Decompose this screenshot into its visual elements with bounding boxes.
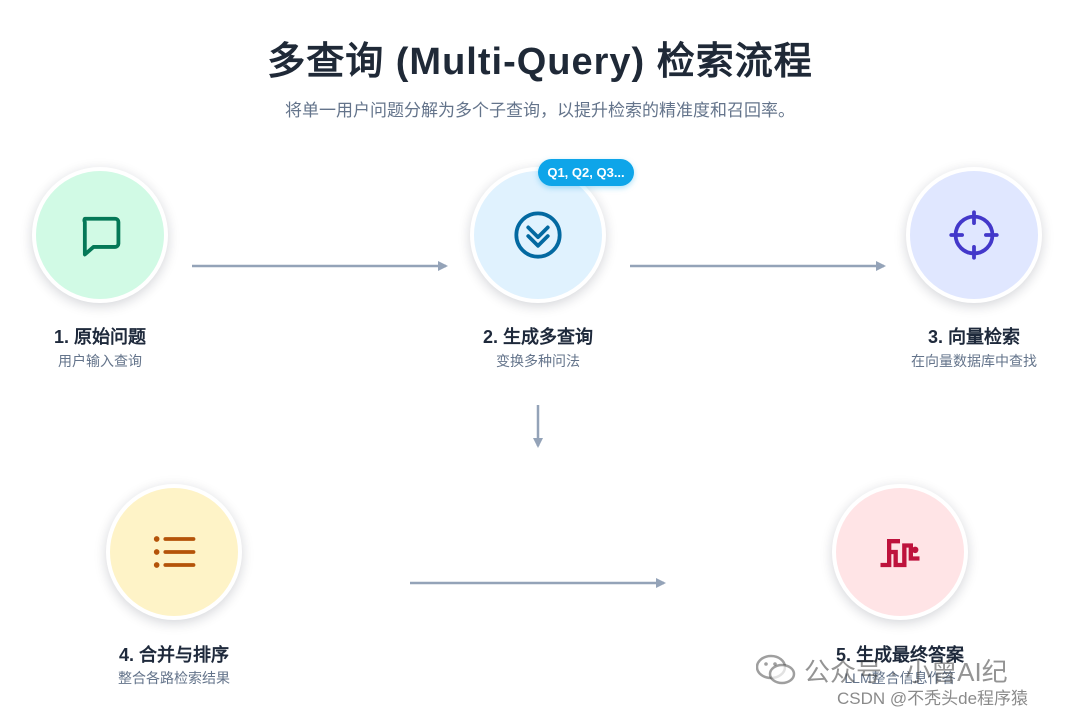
step3-circle bbox=[906, 167, 1042, 303]
step1-desc: 用户输入查询 bbox=[58, 353, 142, 369]
watermark-csdn: CSDN @不秃头de程序猿 bbox=[837, 689, 1029, 708]
queries-badge: Q1, Q2, Q3... bbox=[538, 159, 634, 186]
step4-circle bbox=[106, 484, 242, 620]
diagram-subtitle: 将单一用户问题分解为多个子查询，以提升检索的精准度和召回率。 bbox=[285, 101, 795, 120]
step2-label: 2. 生成多查询 bbox=[482, 327, 593, 347]
step2-desc: 变换多种问法 bbox=[496, 353, 580, 369]
wechat-icon bbox=[756, 654, 796, 685]
step5-circle bbox=[832, 484, 968, 620]
step5-label: 5. 生成最终答案 bbox=[835, 645, 964, 665]
crosshair-icon bbox=[949, 210, 999, 260]
step2-circle bbox=[470, 167, 606, 303]
step4-desc: 整合各路检索结果 bbox=[118, 670, 230, 686]
step5-desc: LLM整合信息作答 bbox=[844, 670, 956, 686]
watermark-wechat: 公众号 · 小曾AI纪 bbox=[756, 650, 1008, 690]
llm-symbol-icon bbox=[880, 539, 920, 568]
list-icon bbox=[153, 536, 196, 568]
step1-circle bbox=[32, 167, 168, 303]
watermark-main-text: 公众号 · 小曾AI纪 bbox=[804, 656, 1008, 687]
diagram-title: 多查询 (Multi-Query) 检索流程 bbox=[267, 41, 813, 83]
double-chevron-down-icon bbox=[514, 211, 562, 259]
step1-label: 1. 原始问题 bbox=[53, 327, 146, 347]
chat-bubble-icon bbox=[82, 216, 121, 257]
step4-label: 4. 合并与排序 bbox=[118, 645, 229, 665]
step3-desc: 在向量数据库中查找 bbox=[911, 353, 1037, 369]
step3-label: 3. 向量检索 bbox=[927, 327, 1020, 347]
